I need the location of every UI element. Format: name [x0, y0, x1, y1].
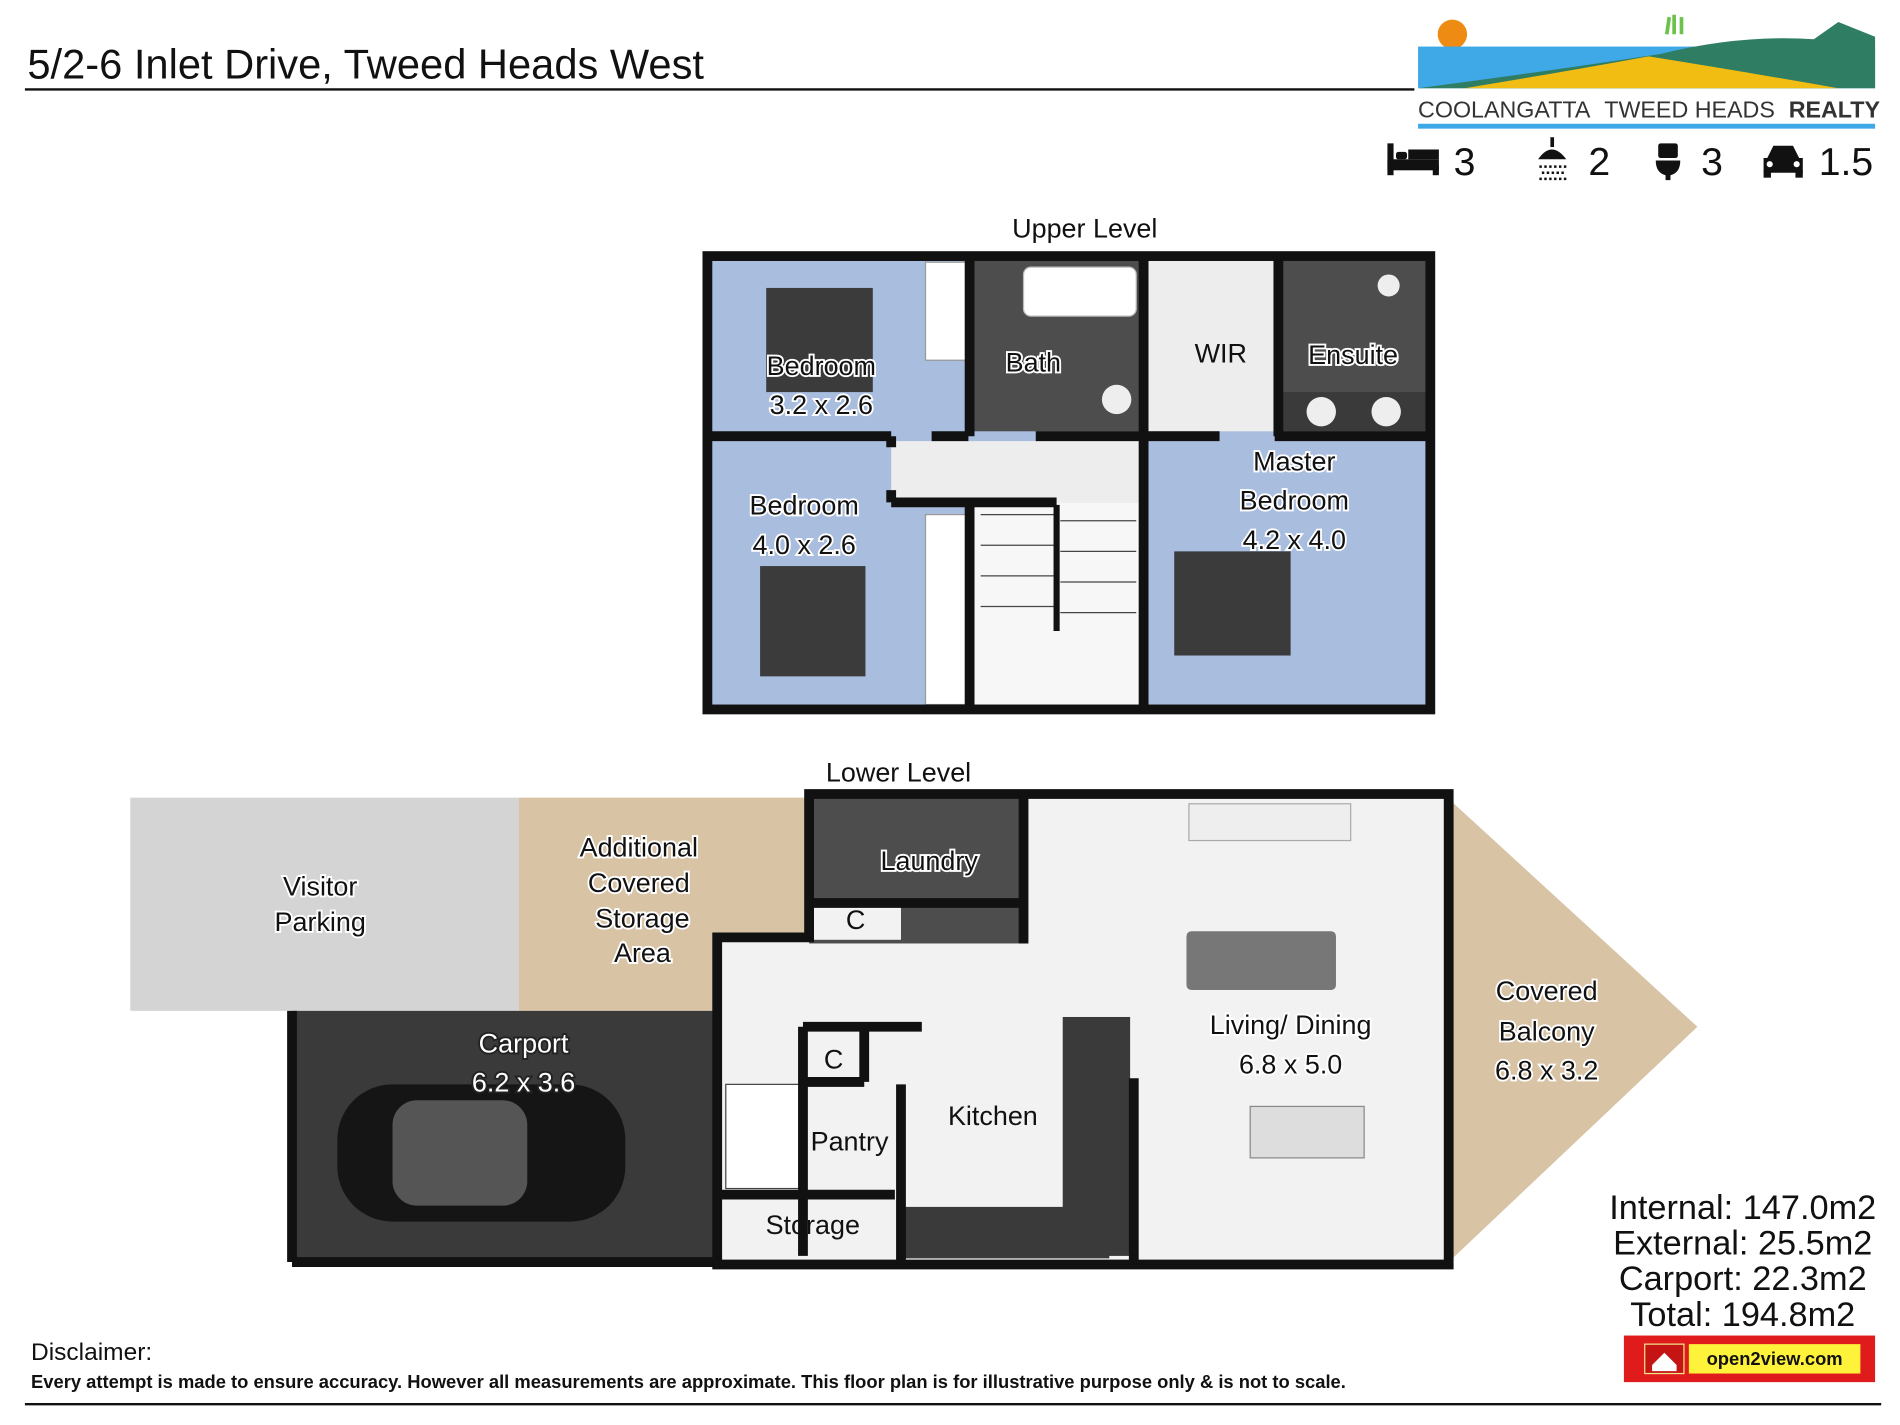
bedroom1-label: Bedroom — [767, 351, 876, 381]
master-label-1: Master — [1253, 447, 1335, 477]
disclaimer-text: Every attempt is made to ensure accuracy… — [31, 1371, 1346, 1392]
visitor-parking-label-1: Visitor — [283, 872, 357, 902]
upper-level-title: Upper Level — [1012, 214, 1157, 244]
logo-text-mid: TWEED HEADS — [1604, 97, 1775, 123]
balcony-label-2: Balcony — [1499, 1016, 1595, 1046]
bed — [766, 287, 873, 393]
bathroom-count: 2 — [1588, 141, 1610, 184]
master-size: 4.2 x 4.0 — [1243, 525, 1346, 555]
ensuite-label: Ensuite — [1308, 340, 1398, 370]
bed-icon — [1387, 143, 1439, 176]
lower-level-title: Lower Level — [826, 758, 971, 788]
logo-text-bold: REALTY — [1789, 97, 1881, 123]
storage-area-label-1: Additional — [580, 832, 698, 862]
bedroom2-label: Bedroom — [750, 491, 859, 521]
storage-area-label-3: Storage — [595, 904, 689, 934]
open2view-badge: open2view.com — [1623, 1335, 1876, 1383]
storage-area-label-2: Covered — [588, 868, 690, 898]
balcony-size: 6.8 x 3.2 — [1495, 1055, 1598, 1085]
house-icon — [1652, 1352, 1677, 1372]
toilet-icon — [1655, 143, 1681, 181]
balcony-label-1: Covered — [1496, 976, 1598, 1006]
kitchen-label: Kitchen — [948, 1101, 1038, 1131]
disclaimer-title: Disclaimer: — [31, 1339, 152, 1366]
upper-level-plan — [702, 251, 1436, 715]
closet1-label: C — [846, 905, 865, 935]
master-label-2: Bedroom — [1240, 486, 1349, 516]
car-icon — [1763, 145, 1803, 178]
closet2-label: C — [824, 1044, 843, 1074]
storage-area-label-4: Area — [614, 938, 671, 968]
area-internal: Internal: 147.0m2 — [1609, 1189, 1876, 1227]
bed — [1174, 551, 1291, 656]
svg-text:COOLANGATTA TWEED HEADS: COOLANGATTA TWEED HEADS REALTY — [1418, 97, 1880, 123]
bath-label: Bath — [1006, 347, 1061, 377]
area-total: Total: 194.8m2 — [1630, 1296, 1855, 1334]
bed — [760, 566, 866, 677]
carport-size: 6.2 x 3.6 — [472, 1068, 575, 1098]
area-carport: Carport: 22.3m2 — [1619, 1260, 1867, 1298]
pantry-label: Pantry — [811, 1127, 889, 1157]
realty-logo: COOLANGATTA TWEED HEADS REALTY — [1418, 14, 1881, 129]
car-illustration — [337, 1084, 626, 1222]
lower-level-plan — [130, 789, 1698, 1270]
living-size: 6.8 x 5.0 — [1239, 1049, 1342, 1079]
living-label: Living/ Dining — [1210, 1010, 1372, 1040]
visitor-parking-label-2: Parking — [275, 907, 366, 937]
badge-text: open2view.com — [1707, 1348, 1843, 1369]
parking-count: 1.5 — [1819, 141, 1873, 184]
area-external: External: 25.5m2 — [1613, 1225, 1872, 1263]
logo-text-light: COOLANGATTA — [1418, 97, 1591, 123]
bedroom1-size: 3.2 x 2.6 — [770, 390, 873, 420]
bedroom2-size: 4.0 x 2.6 — [753, 530, 856, 560]
laundry-label: Laundry — [880, 846, 978, 876]
page-title: 5/2-6 Inlet Drive, Tweed Heads West — [27, 40, 704, 87]
shower-icon — [1538, 137, 1567, 181]
toilet-count: 3 — [1701, 141, 1723, 184]
storage-label: Storage — [766, 1210, 860, 1240]
bedroom-count: 3 — [1454, 141, 1476, 184]
carport-label: Carport — [479, 1029, 569, 1059]
wir-label: WIR — [1195, 339, 1247, 369]
